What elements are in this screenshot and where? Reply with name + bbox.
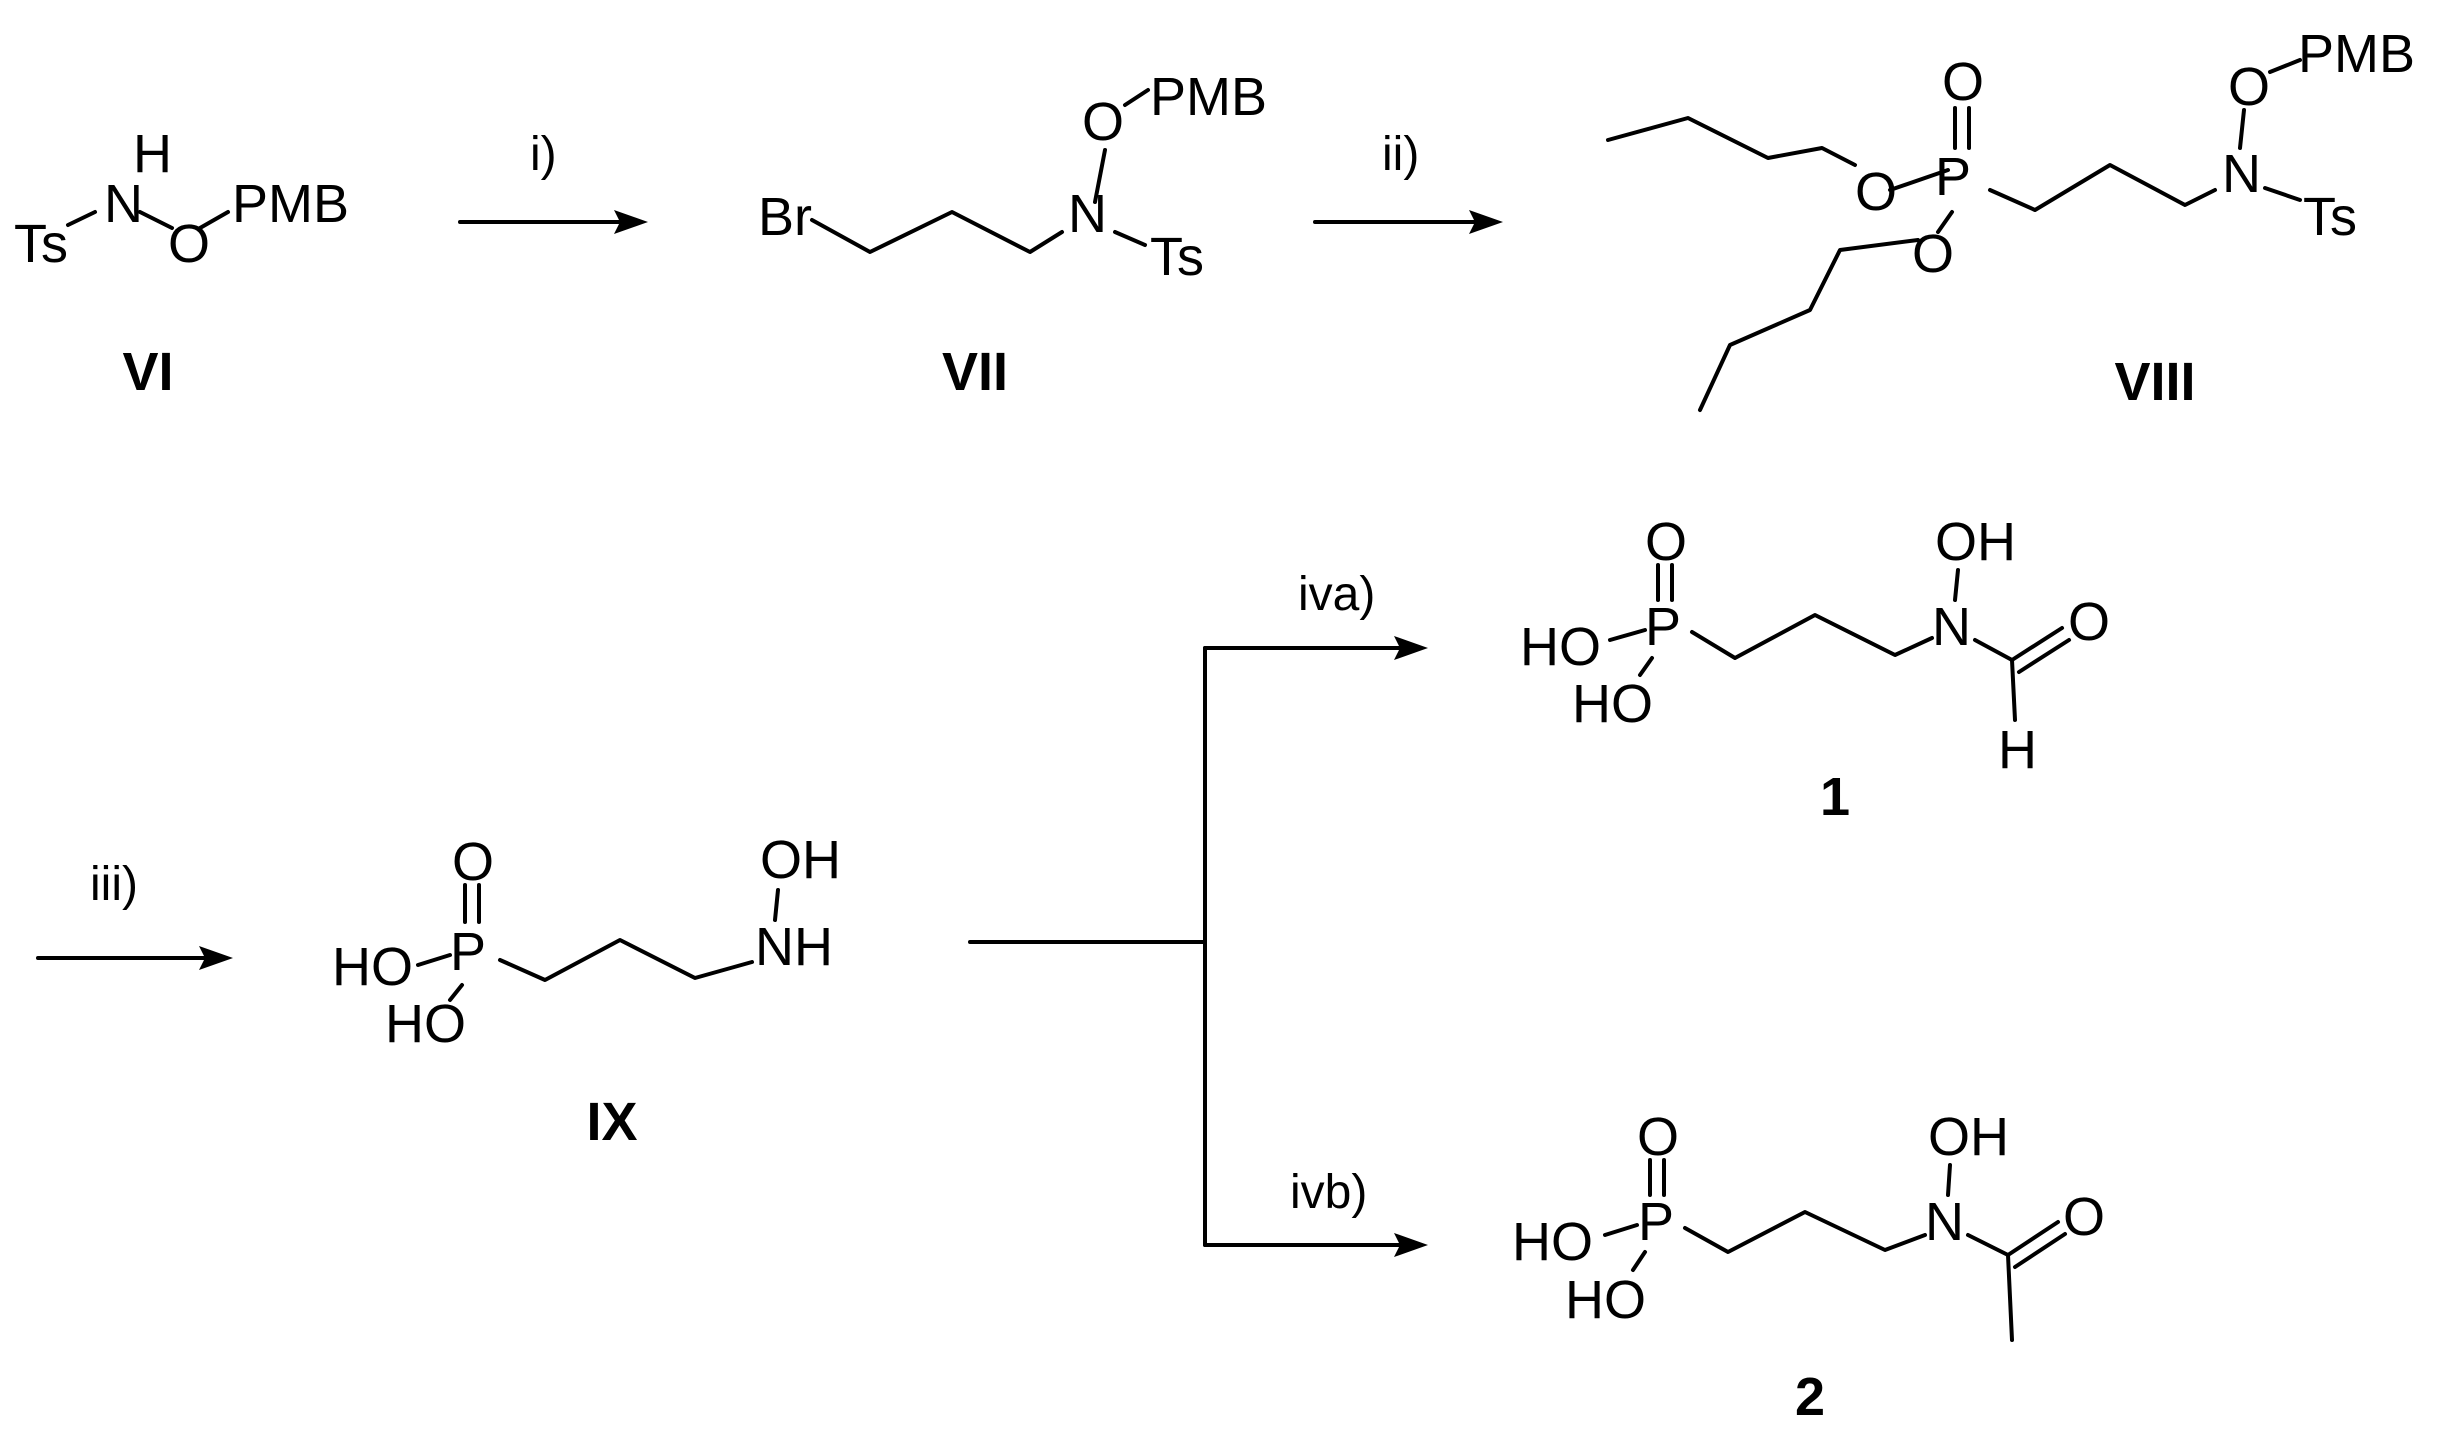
atom-pmb: PMB [232, 174, 349, 234]
atom-o-ester-lower: O [1912, 224, 1954, 284]
atom-o-double: O [1637, 1107, 1679, 1167]
atom-o-double: O [1942, 52, 1984, 112]
atom-o: O [168, 214, 210, 274]
atom-ho-2: HO [385, 994, 466, 1054]
compound-label-VIII: VIII [2114, 352, 2195, 412]
atom-h-formyl: H [1998, 720, 2037, 780]
bond-propyl [498, 938, 754, 982]
atom-oh: OH [1935, 512, 2016, 572]
bond-p-oh1 [416, 953, 452, 967]
compound-label-VII: VII [942, 342, 1008, 402]
compound-VI: H N Ts O PMB VI [14, 124, 349, 402]
bond-chain [810, 210, 1064, 254]
reagent-label-ii: ii) [1382, 128, 1419, 181]
bond-co-double-b [2017, 638, 2071, 674]
compound-IX: P O HO HO NH OH IX [332, 830, 841, 1152]
atom-oh: OH [760, 830, 841, 890]
bond-n-ts [1113, 230, 1147, 247]
atom-o-double: O [452, 832, 494, 892]
reagent-label-ivb: ivb) [1290, 1166, 1367, 1219]
bond-p-oh2 [448, 983, 464, 1002]
bond-n-o [773, 888, 780, 922]
bond-n-c [1973, 638, 2014, 662]
bond-o-p-upper [1888, 168, 1950, 192]
bond-butyl-lower [1698, 238, 1920, 412]
bond-n-o [1946, 1163, 1952, 1197]
atom-ho-1: HO [332, 937, 413, 997]
atom-ts: Ts [2303, 187, 2357, 247]
bond-co-double-a [2010, 626, 2064, 662]
atom-n: N [1068, 184, 1107, 244]
atom-p: P [1638, 1192, 1674, 1252]
atom-o-ester-upper: O [1855, 162, 1897, 222]
atom-p: P [1645, 597, 1681, 657]
reagent-label-i: i) [530, 128, 557, 181]
atom-oh: OH [1928, 1107, 2009, 1167]
bond-co-double-b [2013, 1232, 2067, 1269]
bond-n-c [1966, 1233, 2010, 1257]
arrow-step-iii: iii) [36, 858, 233, 970]
atom-p: P [450, 922, 486, 982]
atom-br: Br [758, 187, 812, 247]
atom-ho-2: HO [1565, 1270, 1646, 1330]
bond-o-pmb [198, 210, 230, 230]
atom-p: P [1935, 147, 1971, 207]
atom-n: N [1925, 1192, 1964, 1252]
branch-arrows: iva) ivb) [968, 568, 1428, 1257]
atom-o: O [1082, 92, 1124, 152]
bond-p-o-lower [1936, 210, 1954, 234]
atom-ho-2: HO [1572, 674, 1653, 734]
bond-ts-n [66, 210, 97, 227]
compound-2: P O HO HO N OH O 2 [1512, 1107, 2105, 1427]
bond-p-oh2 [1631, 1250, 1647, 1272]
atom-h: H [133, 124, 172, 184]
atom-pmb: PMB [1150, 67, 1267, 127]
bond-p-oh2 [1638, 656, 1654, 677]
atom-o-acetyl: O [2063, 1187, 2105, 1247]
atom-ho-1: HO [1512, 1212, 1593, 1272]
bond-o-pmb [2268, 58, 2302, 74]
reagent-label-iva: iva) [1298, 568, 1375, 621]
reagent-label-iii: iii) [90, 858, 138, 911]
compound-1: P O HO HO N OH O H 1 [1520, 512, 2110, 827]
bond-c-methyl [2006, 1253, 2014, 1342]
bond-n-o [1093, 148, 1107, 204]
bond-propyl [1690, 613, 1934, 660]
bond-o-pmb [1123, 88, 1150, 107]
compound-label-1: 1 [1820, 767, 1850, 827]
bond-n-o [2238, 108, 2246, 150]
atom-ts: Ts [1150, 227, 1204, 287]
arrow-step-ii: ii) [1313, 128, 1503, 234]
bond-co-double-a [2006, 1220, 2060, 1257]
atom-o-double: O [1645, 512, 1687, 572]
bond-n-o [138, 210, 174, 230]
atom-ts: Ts [14, 214, 68, 274]
bond-n-o [1953, 568, 1960, 602]
compound-VII: Br N Ts O PMB VII [758, 67, 1267, 402]
bond-n-ts [2263, 186, 2302, 202]
bond-c-h [2010, 658, 2017, 722]
compound-label-IX: IX [586, 1092, 637, 1152]
compound-label-VI: VI [122, 342, 173, 402]
bond-propyl [1988, 163, 2217, 212]
atom-ho-1: HO [1520, 617, 1601, 677]
arrow-step-i: i) [458, 128, 648, 234]
bond-propyl [1683, 1210, 1927, 1254]
atom-o-formyl: O [2068, 592, 2110, 652]
atom-n: N [1932, 597, 1971, 657]
compound-label-2: 2 [1795, 1367, 1825, 1427]
atom-o: O [2228, 57, 2270, 117]
bond-p-oh1 [1603, 1223, 1639, 1237]
atom-pmb: PMB [2298, 24, 2415, 84]
atom-n: N [2222, 144, 2261, 204]
bond-p-oh1 [1608, 628, 1647, 642]
bond-butyl-upper [1606, 116, 1857, 167]
compound-VIII: P O O O N Ts O PMB VIII [1606, 24, 2415, 412]
atom-nh: NH [755, 917, 833, 977]
atom-n: N [104, 174, 143, 234]
